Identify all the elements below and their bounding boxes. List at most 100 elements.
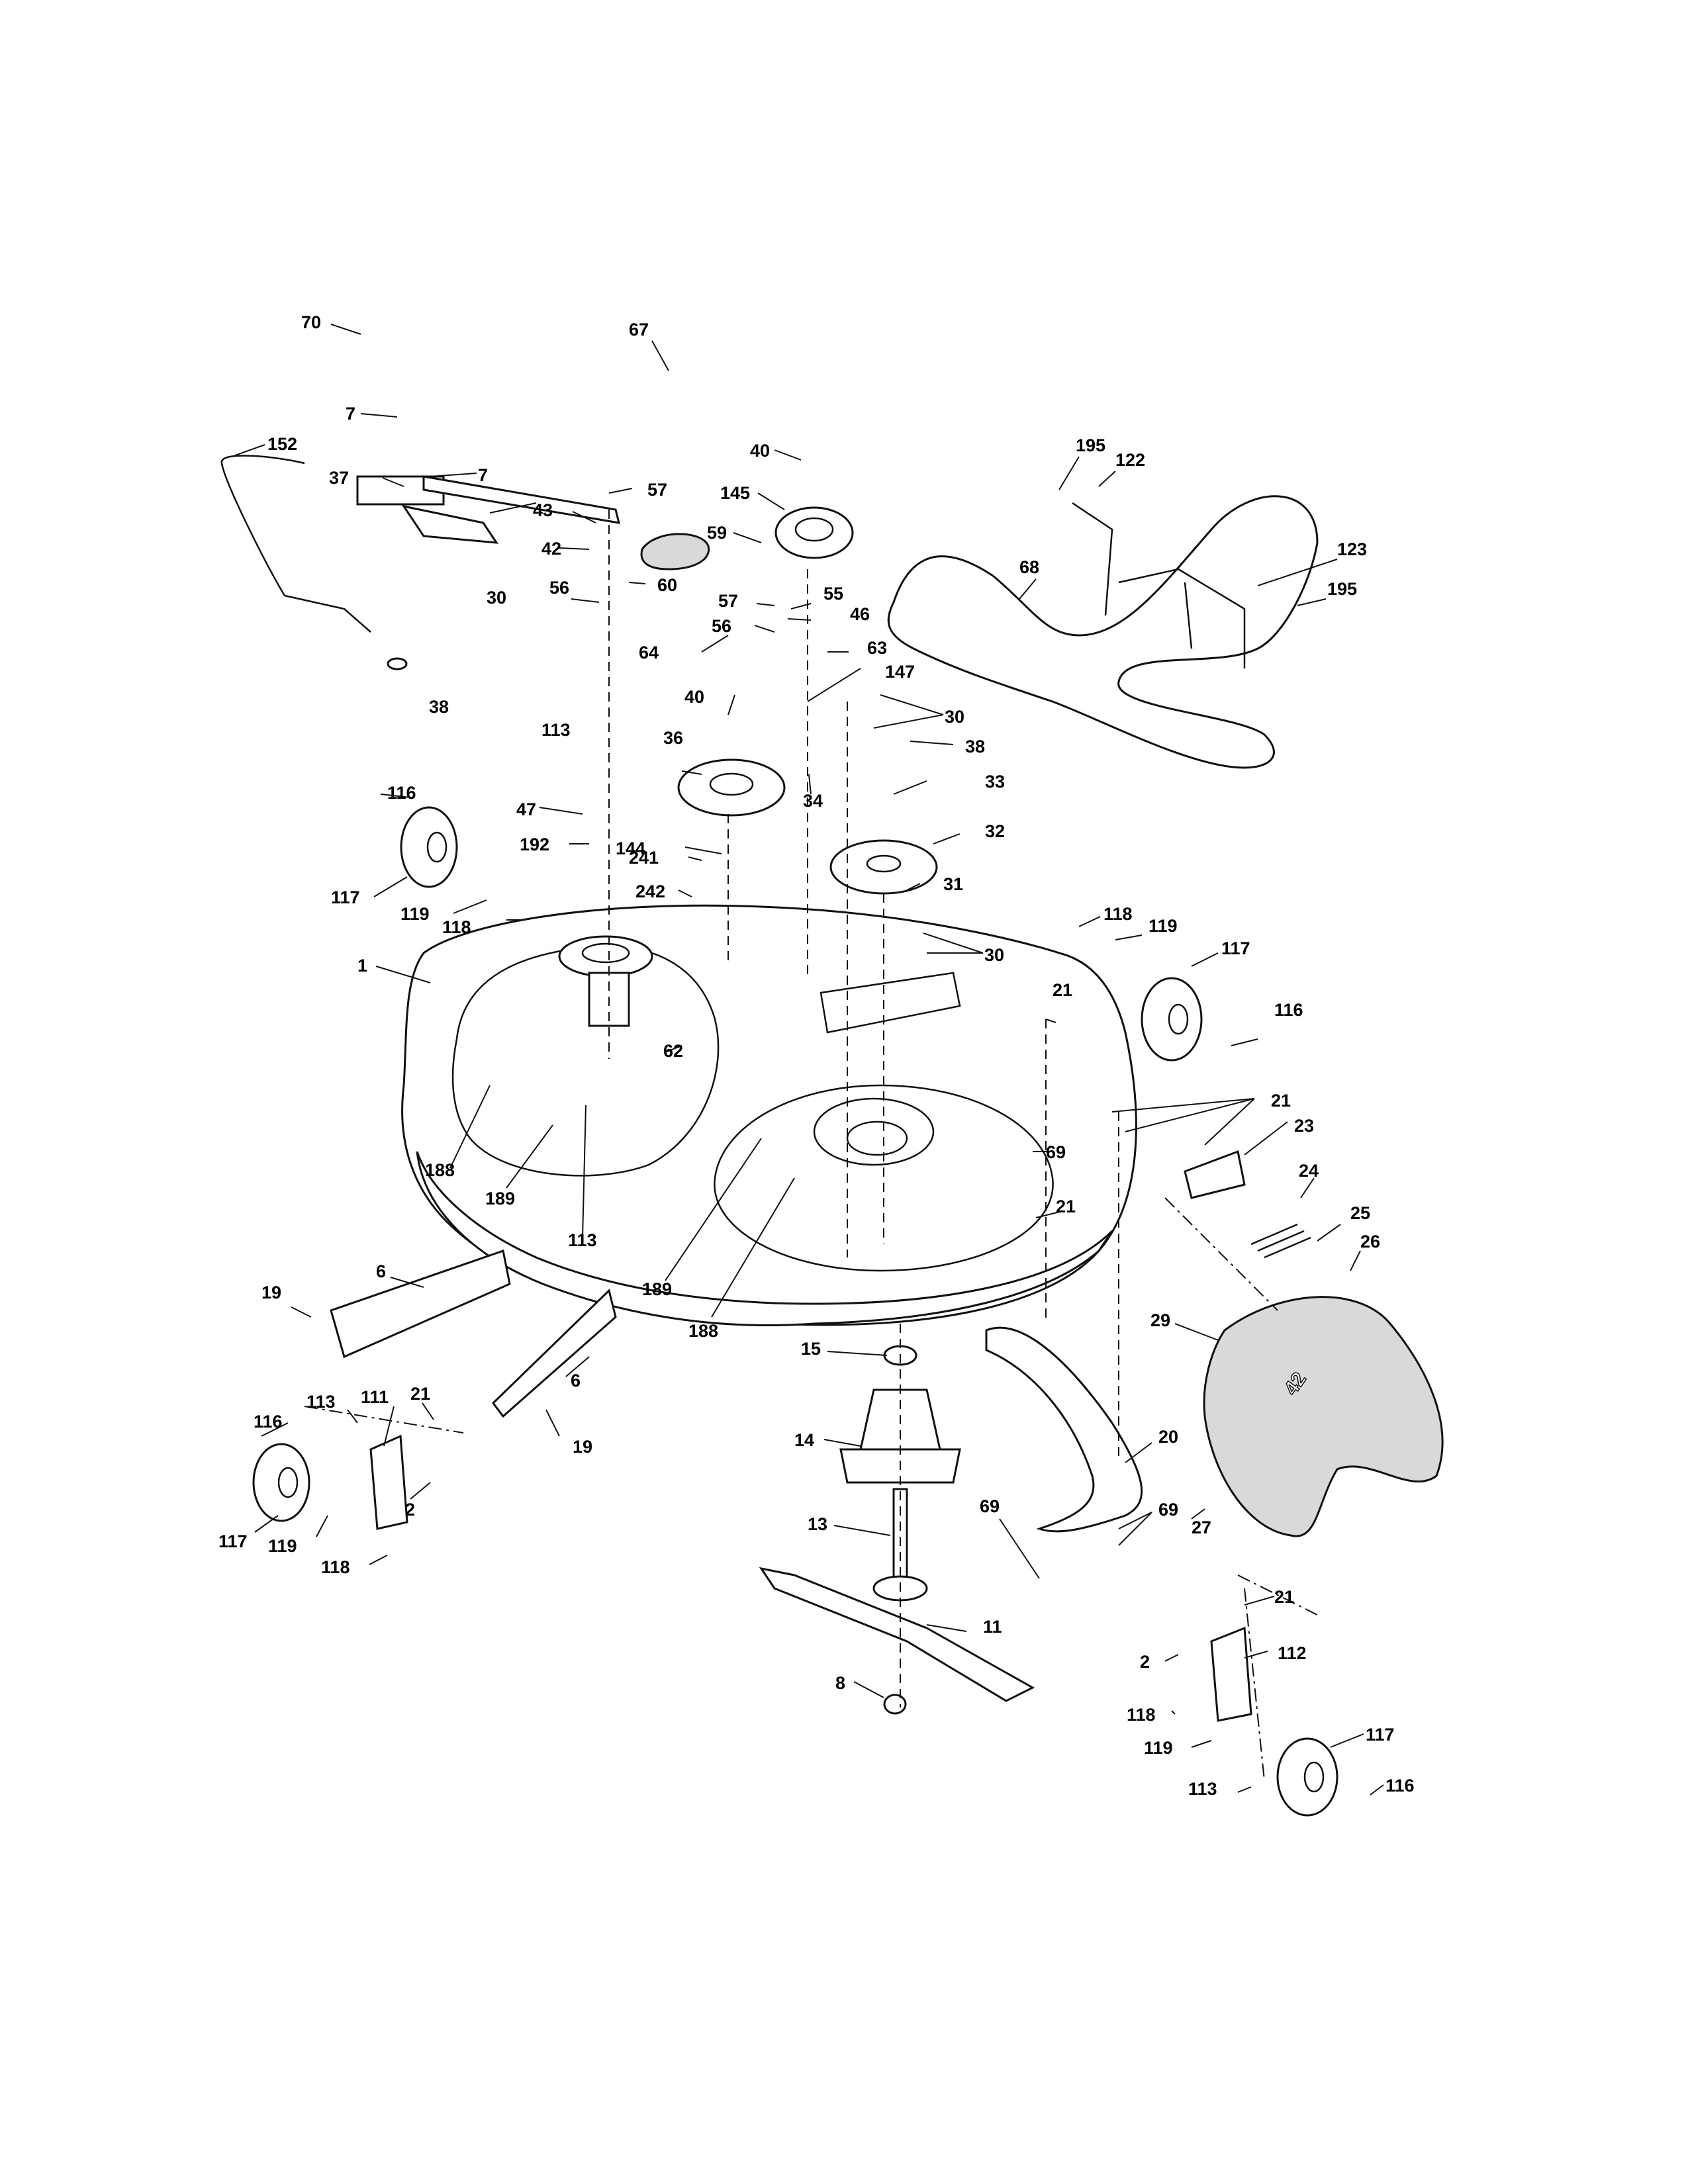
leader-lines-top-right (1019, 456, 1338, 606)
callout-242: 242 (635, 882, 665, 901)
callout-241: 241 (629, 848, 659, 868)
callout-63: 63 (867, 638, 887, 658)
callout-21: 21 (410, 1384, 430, 1404)
belt-guide-123 (1072, 502, 1246, 668)
callout-24: 24 (1299, 1161, 1319, 1181)
callout-labels-top-right: 195 122 68 123 195 (1019, 435, 1367, 599)
callout-6: 6 (571, 1371, 581, 1390)
callout-123: 123 (1337, 539, 1367, 559)
callout-36: 36 (663, 728, 683, 748)
callout-21: 21 (1056, 1197, 1076, 1216)
assembly-lines (304, 510, 1318, 1781)
callout-15: 15 (801, 1339, 821, 1359)
callout-25: 25 (1350, 1203, 1370, 1223)
callout-152: 152 (267, 434, 297, 454)
callout-56: 56 (712, 616, 731, 636)
gauge-wheel-mid-right (1141, 977, 1203, 1062)
callout-33: 33 (985, 772, 1005, 792)
callout-37: 37 (329, 468, 349, 488)
callout-188: 188 (688, 1321, 718, 1341)
handle-knob (640, 533, 710, 570)
wheel-bracket-112 (1210, 1626, 1252, 1722)
callout-189: 189 (642, 1279, 672, 1299)
callout-67: 67 (629, 320, 649, 340)
callout-27: 27 (1192, 1518, 1211, 1537)
callout-30: 30 (984, 945, 1004, 965)
callout-69: 69 (1046, 1142, 1066, 1162)
callout-145: 145 (720, 483, 750, 503)
callout-40: 40 (750, 441, 770, 461)
callout-62: 62 (663, 1041, 683, 1061)
callout-111: 111 (361, 1387, 389, 1407)
callout-38: 38 (429, 697, 449, 717)
deflector-arm-20 (985, 1326, 1143, 1533)
gauge-wheel-upper-left (400, 806, 458, 888)
callout-189: 189 (485, 1189, 515, 1208)
callout-112: 112 (1278, 1643, 1307, 1663)
callout-40: 40 (684, 687, 704, 707)
callout-30: 30 (945, 707, 964, 727)
callout-21: 21 (1274, 1587, 1294, 1607)
callout-116: 116 (1385, 1776, 1415, 1796)
callout-13: 13 (808, 1514, 827, 1534)
callout-57: 57 (718, 591, 738, 611)
callout-14: 14 (794, 1430, 814, 1450)
callout-113: 113 (568, 1230, 597, 1250)
callout-117: 117 (1366, 1725, 1395, 1745)
callout-34: 34 (803, 791, 823, 811)
callout-2: 2 (405, 1500, 415, 1520)
callout-6: 6 (376, 1261, 386, 1281)
gauge-wheel-lower-right (1276, 1737, 1338, 1817)
callout-113: 113 (306, 1392, 336, 1412)
callout-113: 113 (541, 720, 571, 740)
callout-55: 55 (823, 584, 843, 604)
callout-11: 11 (983, 1617, 1002, 1637)
lift-cable-assembly (220, 455, 621, 670)
spring-25 (1250, 1223, 1311, 1259)
callout-59: 59 (707, 523, 727, 543)
callout-119: 119 (400, 904, 430, 924)
wheel-bracket-111 (369, 1434, 408, 1530)
callout-116: 116 (1274, 1000, 1303, 1020)
idler-pulley-145 (774, 506, 854, 559)
callout-20: 20 (1158, 1427, 1178, 1447)
callout-labels: 70 67 7 7 152 37 40 57 145 43 59 42 60 5… (218, 312, 1415, 1799)
deck-belt (887, 495, 1319, 769)
callout-32: 32 (985, 821, 1005, 841)
callout-119: 119 (1149, 916, 1178, 936)
callout-42: 42 (541, 539, 561, 559)
callout-122: 122 (1115, 450, 1145, 470)
callout-144: 144 (616, 839, 645, 858)
callout-21: 21 (1271, 1091, 1291, 1111)
callout-7: 7 (346, 404, 355, 424)
bracket-23 (1184, 1150, 1246, 1199)
callout-147: 147 (885, 662, 915, 682)
blade-bolt-8 (883, 1694, 907, 1715)
callout-117: 117 (1221, 938, 1250, 958)
callout-118: 118 (321, 1557, 350, 1577)
callout-68: 68 (1019, 557, 1039, 577)
callout-119: 119 (268, 1536, 297, 1556)
callout-188: 188 (425, 1160, 455, 1180)
callout-47: 47 (516, 799, 536, 819)
callout-19: 19 (261, 1283, 281, 1302)
callout-119: 119 (1144, 1738, 1173, 1758)
callout-117: 117 (218, 1531, 248, 1551)
callout-116: 116 (387, 783, 416, 803)
callout-31: 31 (943, 874, 963, 894)
callout-19: 19 (573, 1437, 592, 1457)
callout-23: 23 (1294, 1116, 1314, 1136)
callout-30: 30 (487, 588, 506, 608)
callout-195: 195 (1327, 579, 1357, 599)
mower-blade (759, 1567, 1035, 1702)
callout-118: 118 (442, 917, 471, 937)
callout-57: 57 (647, 480, 667, 500)
callout-116: 116 (254, 1412, 283, 1432)
hanger-bracket-6-center (492, 1289, 617, 1418)
callout-113: 113 (1188, 1779, 1217, 1799)
callout-118: 118 (1127, 1705, 1156, 1725)
callout-43: 43 (533, 500, 553, 520)
hanger-bracket-6-left (330, 1250, 511, 1359)
deck-housing (401, 904, 1137, 1326)
discharge-deflector (1203, 1296, 1444, 1537)
